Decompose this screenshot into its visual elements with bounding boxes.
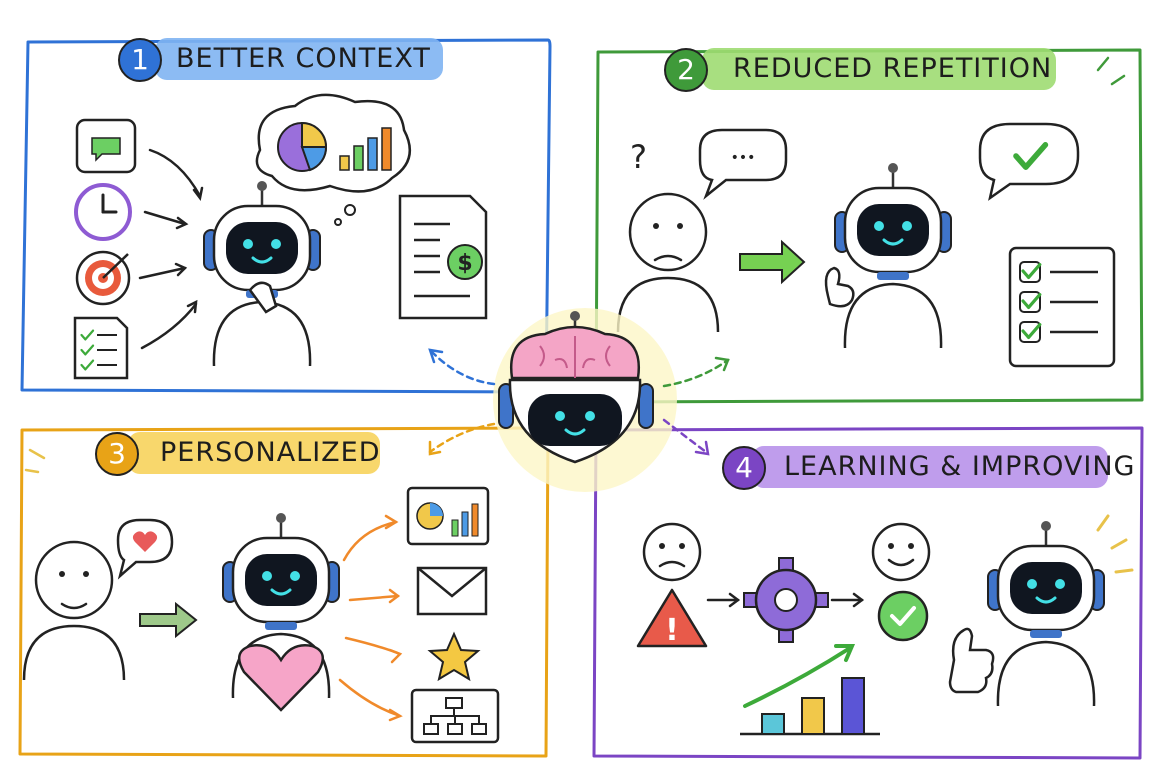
brain-robot-icon [493,308,677,492]
panel-1-frame [20,38,552,394]
invoice-icon: $ [398,194,488,320]
gear-icon [743,557,829,643]
ellipsis-glyph: ••• [731,150,756,166]
heart-speech-bubble-icon [116,518,174,580]
alert-glyph: ! [665,613,679,648]
robot-icon [221,511,341,712]
panel-2-title-highlight [702,48,1056,90]
arrow-right-icon [139,601,198,639]
arrow-right-icon [739,239,806,285]
chat-bubble-icon [75,118,137,174]
flowchart-icon [410,688,500,744]
dollar-glyph: $ [457,251,472,276]
output-arrows [338,514,403,722]
clock-icon [74,183,132,241]
checklist-icon [73,316,129,380]
target-icon [75,250,131,306]
checkmark-icon [877,590,929,642]
connector-arrows [428,350,730,454]
person-icon [616,192,720,334]
panel-4-frame [592,426,1144,760]
panel-3-title-highlight [128,432,380,474]
dashboard-icon [406,486,490,546]
question-mark: ? [630,138,647,176]
panel-1-number-badge: 1 [118,38,162,82]
panel-2-title: REDUCED REPETITION [733,53,1053,84]
person-icon [22,540,126,682]
panel-2-number-badge: 2 [664,48,708,92]
robot-icon [986,514,1134,708]
process-arrows [706,592,865,608]
panel-3-number-badge: 3 [95,432,139,476]
speech-bubble-icon: ••• [698,128,788,200]
envelope-icon [416,566,488,616]
panel-4-title: LEARNING & IMPROVING [784,451,1136,482]
panel-4-number-badge: 4 [722,446,766,490]
warning-icon: ! [636,588,708,648]
happy-face-icon [871,522,931,582]
input-arrows [138,148,204,350]
growth-chart-icon [740,644,880,736]
panel-3-frame [18,426,550,758]
checkmark-speech-bubble-icon [978,122,1080,201]
panel-1-title-highlight [155,38,443,80]
sad-face-icon [642,522,702,582]
robot-icon [202,179,322,368]
thumbs-up-icon [948,627,995,694]
panel-3-title: PERSONALIZED [160,437,381,468]
bar-chart-icon [339,127,392,171]
checklist-icon [1008,246,1116,368]
heart-icon [237,644,325,712]
star-icon [427,631,481,682]
pie-chart-icon [277,121,328,172]
robot-icon [824,161,953,350]
panel-4-title-highlight [752,446,1108,488]
panel-1-title: BETTER CONTEXT [176,43,431,74]
